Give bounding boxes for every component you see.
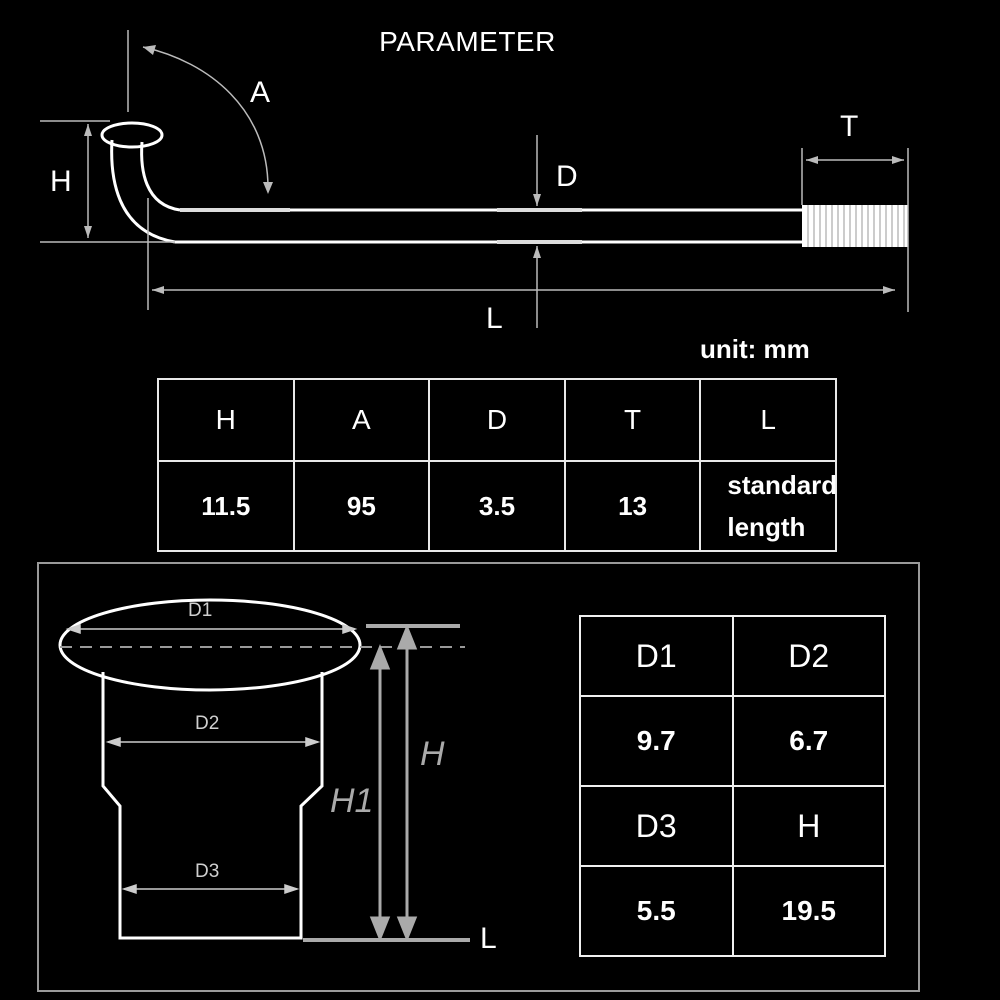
- table-header-row: D3 H: [579, 785, 886, 867]
- table-row: 9.7 6.7: [579, 695, 886, 787]
- header-cell: T: [563, 378, 702, 462]
- thread-label-t: T: [840, 110, 859, 143]
- nipple-body: [101, 672, 324, 940]
- length-value-line2: length: [727, 512, 806, 542]
- nipple-head: [58, 598, 362, 692]
- diameter-label-d: D: [556, 160, 578, 193]
- length-label-l: L: [486, 302, 503, 335]
- angle-label-a: A: [250, 76, 271, 109]
- header-cell: D1: [579, 615, 734, 697]
- value-cell-t: 13: [563, 460, 702, 552]
- value-cell-d1: 9.7: [579, 695, 734, 787]
- header-cell: D: [428, 378, 566, 462]
- value-cell-h: 11.5: [157, 460, 295, 552]
- height-label-h: H: [420, 735, 445, 773]
- spoke-parameter-table: H A D T L 11.5 95 3.5 13 standard length: [157, 378, 837, 552]
- header-cell: H: [157, 378, 295, 462]
- diameter-label-d3: D3: [195, 861, 220, 882]
- table-header-row: H A D T L: [157, 378, 837, 462]
- value-cell-l: standard length: [699, 460, 838, 552]
- spoke-bend-outer: [110, 139, 176, 244]
- length-value-line1: standard: [727, 470, 838, 500]
- value-cell-h: 19.5: [731, 865, 886, 957]
- header-cell: D2: [731, 615, 886, 697]
- value-cell-d2: 6.7: [731, 695, 886, 787]
- header-cell: D3: [579, 785, 734, 867]
- table-row: 11.5 95 3.5 13 standard length: [157, 460, 838, 552]
- value-cell-a: 95: [292, 460, 431, 552]
- diameter-label-d1: D1: [188, 600, 213, 621]
- header-cell: L: [699, 378, 837, 462]
- spoke-bend-inner: [140, 141, 181, 212]
- height-label-h1: H1: [330, 782, 374, 820]
- table-row: 5.5 19.5: [579, 865, 886, 957]
- height-label-h: H: [50, 165, 72, 198]
- value-cell-d: 3.5: [428, 460, 566, 552]
- diagram-title: PARAMETER: [379, 26, 556, 57]
- value-cell-d3: 5.5: [579, 865, 734, 957]
- unit-label: unit: mm: [700, 334, 810, 364]
- header-cell: A: [292, 378, 431, 462]
- table-header-row: D1 D2: [579, 615, 886, 697]
- diameter-label-d2: D2: [195, 713, 220, 734]
- nipple-panel: [37, 562, 920, 992]
- nipple-parameter-table: D1 D2 9.7 6.7 D3 H 5.5 19.5: [579, 615, 886, 957]
- header-cell: H: [731, 785, 886, 867]
- spoke-thread: [802, 205, 908, 247]
- length-label-l: L: [480, 922, 497, 955]
- spoke-head: [100, 121, 164, 149]
